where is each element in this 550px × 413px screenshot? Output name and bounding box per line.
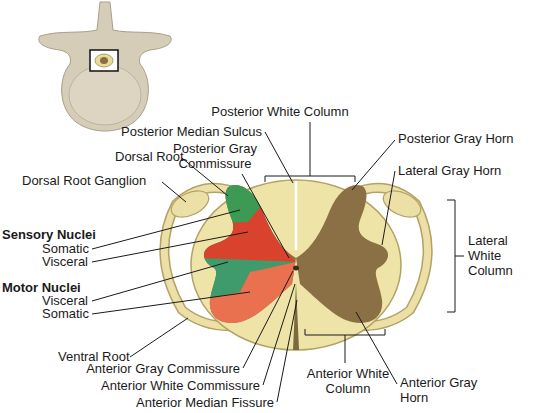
structure-label: Sensory Nuclei (2, 227, 122, 242)
structure-label: Visceral (42, 254, 102, 269)
structure-label: Somatic (42, 306, 102, 321)
structure-label: Somatic (42, 241, 102, 256)
nuclei-regions (200, 170, 300, 330)
structure-label: Lateral White Column (468, 233, 528, 278)
structure-label: Anterior White Column (298, 366, 398, 396)
gray-matter (296, 185, 388, 323)
structure-label: Anterior Gray Commissure (40, 361, 240, 376)
structure-label: Dorsal Root Ganglion (22, 173, 172, 188)
structure-label: Lateral Gray Horn (398, 163, 538, 178)
structure-label: Anterior White Commissure (40, 378, 260, 393)
structure-label: Posterior Median Sulcus (92, 124, 262, 139)
structure-label: Dorsal Root (115, 149, 205, 164)
vertebra-thumbnail (39, 2, 171, 131)
structure-label: Anterior Median Fissure (54, 395, 274, 410)
structure-label: Visceral (42, 293, 102, 308)
posterior-median-sulcus (295, 181, 298, 250)
central-canal (293, 266, 299, 271)
structure-label: Anterior Gray Horn (400, 375, 495, 405)
structure-label: Motor Nuclei (2, 280, 122, 295)
spinal-cord (191, 180, 401, 350)
structure-label: Posterior Gray Horn (398, 131, 538, 146)
structure-label: Posterior White Column (195, 104, 365, 119)
